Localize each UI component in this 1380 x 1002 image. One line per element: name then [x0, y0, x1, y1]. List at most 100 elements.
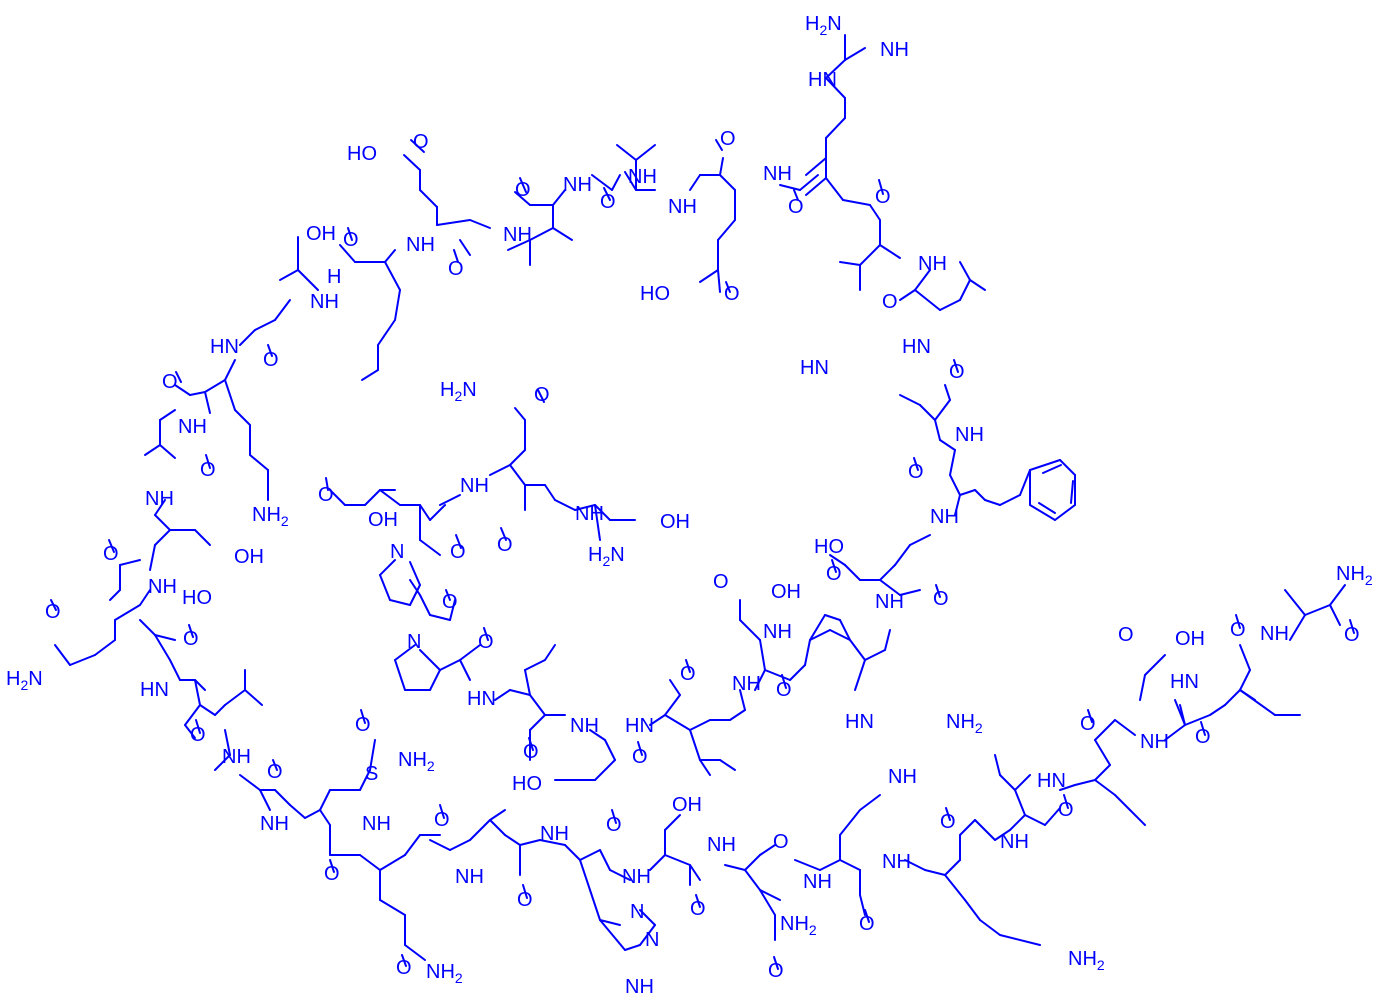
double-bond-line — [1063, 794, 1069, 809]
bond-line — [319, 809, 331, 826]
bond-line — [994, 754, 1001, 776]
bond-line — [879, 564, 896, 581]
bond-line — [839, 261, 861, 266]
bond-line — [599, 919, 626, 951]
bond-line — [639, 924, 656, 946]
bond-line — [1094, 764, 1111, 781]
double-bond-line — [781, 674, 787, 689]
atom-label: O — [600, 191, 616, 213]
bond-line — [469, 219, 491, 229]
bond-line — [1239, 644, 1251, 671]
atom-label: NH — [406, 234, 435, 256]
bond-line — [914, 269, 931, 291]
double-bond-line — [522, 884, 528, 899]
double-bond-line — [410, 139, 425, 153]
double-bond-line — [455, 534, 462, 549]
double-bond-line — [637, 741, 643, 756]
atom-label: HN — [467, 688, 496, 710]
bond-line — [149, 544, 156, 571]
bond-line — [1009, 814, 1026, 831]
bond-line — [494, 689, 511, 701]
bond-line — [274, 789, 291, 806]
atom-label: NH — [362, 813, 391, 835]
atom-label: NH — [222, 746, 251, 768]
atom-label: HN — [1170, 671, 1199, 693]
bond-line — [759, 639, 766, 671]
atom-label: O — [788, 196, 804, 218]
bond-line — [139, 619, 156, 636]
bond-line — [639, 909, 656, 926]
bond-line — [879, 579, 901, 596]
bond-line — [805, 157, 827, 176]
atom-label: O — [680, 663, 696, 685]
bond-line — [999, 934, 1041, 946]
bond-line — [594, 504, 611, 521]
double-bond-line — [1087, 709, 1093, 723]
atom-label: O — [324, 863, 340, 885]
atom-label: O — [720, 128, 736, 150]
bond-line — [439, 659, 461, 671]
atom-label: NH — [540, 823, 569, 845]
atom-label: O — [940, 811, 956, 833]
bond-line — [489, 464, 511, 476]
bond-line — [894, 544, 911, 566]
bond-line — [819, 859, 841, 871]
bond-line — [959, 819, 976, 836]
bond-line — [1144, 654, 1166, 676]
bond-line — [459, 659, 471, 681]
bond-line — [429, 504, 446, 521]
double-bond-line — [603, 187, 611, 201]
bond-line — [404, 834, 421, 856]
bond-line — [379, 489, 401, 506]
bond-line — [839, 859, 861, 871]
bond-line — [979, 919, 1001, 936]
bond-line — [1014, 789, 1026, 816]
bond-line — [184, 724, 196, 739]
bond-line — [489, 819, 506, 836]
bond-line — [934, 419, 941, 441]
bond-line — [739, 619, 761, 641]
atom-label: O — [949, 361, 965, 383]
atom-label: NH2 — [946, 711, 983, 736]
bond-line — [379, 899, 406, 916]
atom-label: OH — [672, 794, 702, 816]
bond-line — [409, 561, 421, 586]
bond-line — [664, 714, 691, 731]
bond-line — [764, 669, 791, 681]
bond-line — [944, 859, 961, 876]
bond-line — [224, 379, 236, 411]
bond-line — [1184, 714, 1211, 726]
bond-line — [909, 534, 931, 546]
double-bond-line — [50, 599, 57, 611]
bond-line — [539, 839, 566, 846]
atom-label: O — [1195, 726, 1211, 748]
bond-line — [364, 489, 381, 506]
bond-line — [849, 639, 866, 661]
bond-line — [329, 489, 346, 506]
bond-line — [759, 889, 781, 901]
bond-line — [509, 689, 531, 696]
double-bond-line — [715, 139, 723, 151]
bond-line — [842, 199, 871, 206]
bond-line — [825, 117, 846, 139]
bond-line — [924, 869, 946, 876]
atom-label: O — [190, 724, 206, 746]
bond-line — [899, 394, 921, 406]
bond-line — [529, 227, 554, 241]
bond-line — [1209, 704, 1226, 716]
double-bond-line — [935, 584, 941, 598]
bond-line — [419, 594, 431, 616]
bond-line — [964, 899, 981, 921]
bond-line — [959, 261, 971, 281]
bond-line — [699, 269, 719, 283]
bond-line — [879, 244, 901, 259]
atom-label: NH — [148, 576, 177, 598]
bond-line — [1239, 689, 1276, 716]
bond-line — [1059, 784, 1076, 791]
bond-line — [859, 894, 866, 916]
bond-line — [1304, 604, 1331, 616]
bond-line — [419, 539, 441, 556]
atom-label: HO — [512, 773, 542, 795]
atom-label: O — [632, 746, 648, 768]
bond-line — [154, 529, 171, 546]
